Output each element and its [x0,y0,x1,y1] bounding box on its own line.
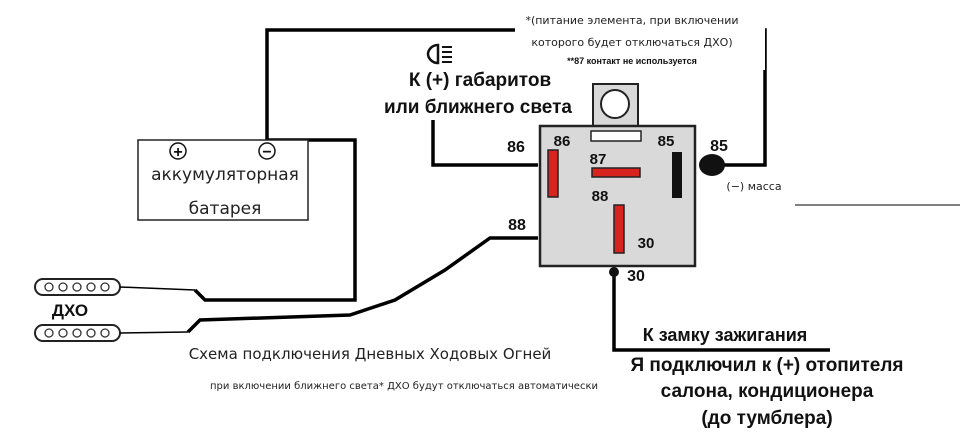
outside-label-30: 30 [627,268,645,285]
battery-minus-sign: − [262,144,271,161]
relay-pin-30 [613,204,625,254]
battery-plus-terminal [169,142,187,160]
relay-label-87: 87 [590,151,607,168]
headlight-label-line-2: или ближнего света [384,97,572,118]
note-line-3: **87 контакт не используется [567,56,697,66]
outside-label-88: 88 [508,217,526,234]
wire-30-to-ignition [612,272,830,352]
relay-pin-86 [547,149,559,198]
battery-plus-sign: + [173,144,182,161]
note-block: *(питание элемента, при включении которо… [515,8,765,70]
relay-pin-87a [590,130,642,142]
ignition-note-line-1: Я подключил к (+) отопителя [631,355,904,376]
headlight-icon [426,43,452,65]
drl-top-lead [119,286,196,291]
battery-label-line-2: батарея [189,199,262,219]
ground-label: (−) масса [726,180,781,193]
drl-bottom-lead [119,331,189,334]
drl-label: ДХО [52,301,88,320]
relay-label-85: 85 [658,133,675,150]
caption-subtitle: при включении ближнего света* ДХО будут … [210,381,598,392]
pin-30-terminal [609,267,619,277]
relay-label-86: 86 [554,133,571,150]
wire-88-to-drl [186,236,538,334]
wire-battery-minus-to-drl [193,138,357,302]
relay-label-30: 30 [638,235,655,252]
drl-lamp-icon [34,278,121,342]
note-line-2: которого будет отключаться ДХО) [531,36,732,49]
relay-pin-85 [672,152,682,198]
relay-label-88: 88 [592,188,609,205]
battery: + − аккумуляторная батарея [137,139,309,221]
headlight-label-line-1: К (+) габаритов [409,70,551,91]
note-line-1: *(питание элемента, при включении [525,14,738,27]
relay-pin-87 [591,167,641,178]
outside-label-86: 86 [507,139,525,156]
relay-mount-hole [600,89,630,119]
battery-minus-terminal [258,142,276,160]
ignition-note-line-2: салона, кондиционера [661,381,874,402]
battery-label-line-1: аккумуляторная [151,165,299,185]
outside-label-85: 85 [710,138,728,155]
relay: 86 87 88 85 30 [538,83,697,268]
battery-body [137,139,309,221]
ignition-label: К замку зажигания [643,325,808,345]
caption-title: Схема подключения Дневных Ходовых Огней [189,345,552,363]
ground-terminal [699,154,725,176]
headlight-label-bg [372,68,590,120]
ignition-note-line-3: (до тумблера) [701,408,832,429]
